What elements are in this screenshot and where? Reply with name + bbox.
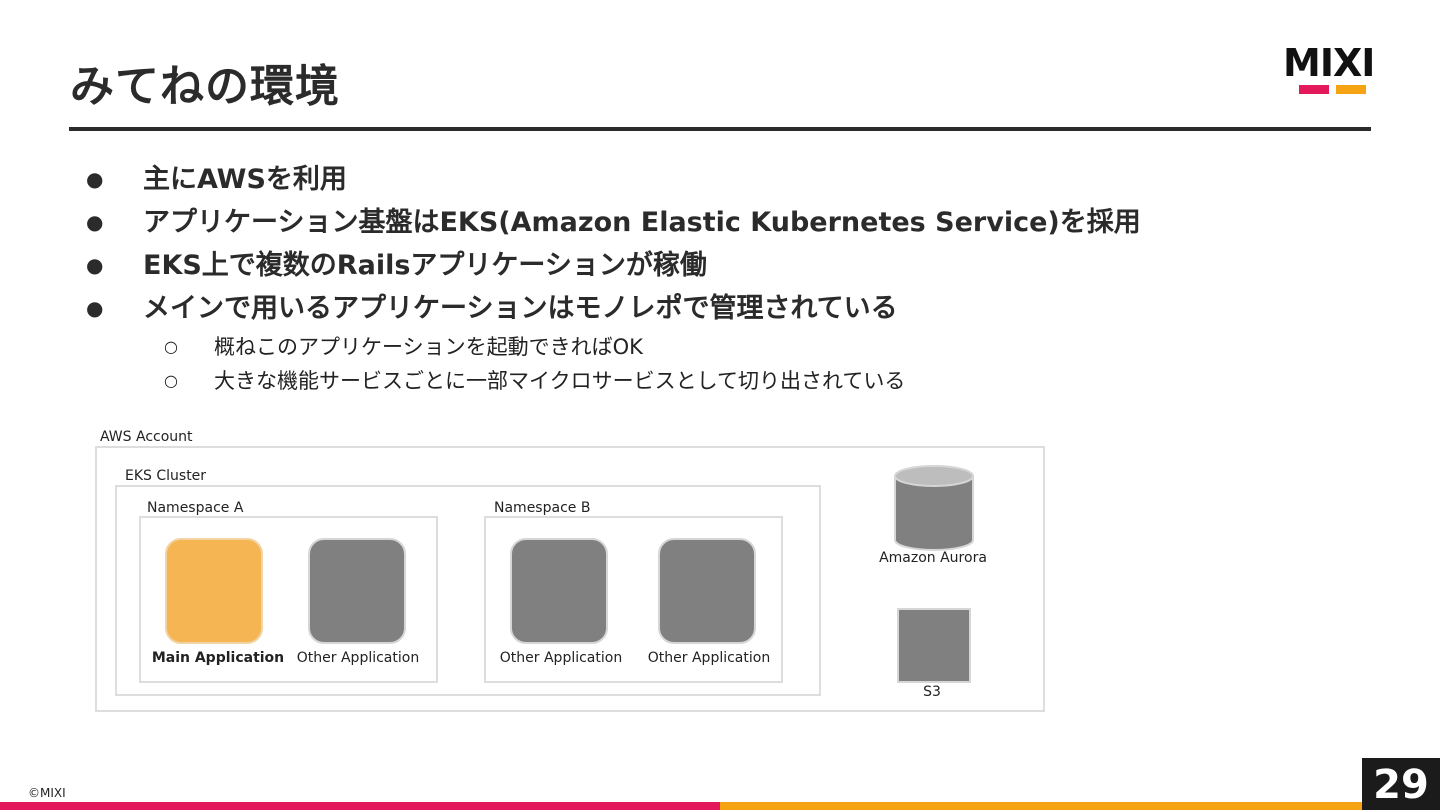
- mixi-logo: MIXI: [1283, 41, 1382, 97]
- namespace-b-box: [484, 516, 783, 683]
- main-application-node: [165, 538, 263, 644]
- bullet-text: 主にAWSを利用: [143, 164, 347, 195]
- bullet-dot: ●: [86, 253, 104, 277]
- database-icon: [894, 465, 974, 551]
- copyright-text: ©MIXI: [28, 786, 66, 800]
- namespace-a-box: [139, 516, 438, 683]
- bullet-item: ● メインで用いるアプリケーションはモノレポで管理されている: [86, 287, 1336, 330]
- namespace-b-label: Namespace B: [494, 500, 591, 516]
- logo-text: MIXI: [1283, 41, 1375, 85]
- other-application-node: [658, 538, 756, 644]
- bullet-text: EKS上で複数のRailsアプリケーションが稼働: [143, 250, 707, 281]
- namespace-a-label: Namespace A: [147, 500, 244, 516]
- bullet-item: ● EKS上で複数のRailsアプリケーションが稼働: [86, 244, 1336, 287]
- sub-bullet-text: 概ねこのアプリケーションを起動できればOK: [214, 335, 643, 359]
- logo-bar-orange: [1336, 85, 1366, 94]
- page-number: 29: [1362, 758, 1440, 810]
- bullet-item: ● アプリケーション基盤はEKS(Amazon Elastic Kubernet…: [86, 201, 1336, 244]
- s3-bucket-icon: [897, 608, 971, 683]
- s3-label: S3: [923, 684, 941, 700]
- slide-title: みてねの環境: [70, 61, 340, 112]
- sub-bullet-ring: ○: [164, 337, 178, 356]
- bullet-item: ● 主にAWSを利用: [86, 158, 1336, 201]
- other-application-node: [308, 538, 406, 644]
- eks-cluster-label: EKS Cluster: [125, 468, 207, 484]
- bullet-text: アプリケーション基盤はEKS(Amazon Elastic Kubernetes…: [143, 207, 1141, 238]
- sub-bullet-ring: ○: [164, 371, 178, 390]
- other-application-label: Other Application: [499, 650, 623, 666]
- aurora-label: Amazon Aurora: [879, 550, 987, 566]
- main-application-label: Main Application: [151, 650, 285, 666]
- other-application-label: Other Application: [296, 650, 420, 666]
- aws-account-box: [95, 446, 1045, 712]
- other-application-label: Other Application: [647, 650, 771, 666]
- bullet-dot: ●: [86, 167, 104, 191]
- footer-bar-orange: [720, 802, 1440, 810]
- footer-bar-red: [0, 802, 720, 810]
- aws-account-label: AWS Account: [100, 429, 193, 445]
- bullet-list: ● 主にAWSを利用 ● アプリケーション基盤はEKS(Amazon Elast…: [86, 158, 1336, 398]
- sub-bullet-item: ○ 概ねこのアプリケーションを起動できればOK: [86, 330, 1336, 364]
- sub-bullet-item: ○ 大きな機能サービスごとに一部マイクロサービスとして切り出されている: [86, 364, 1336, 398]
- eks-cluster-box: [115, 485, 821, 696]
- title-divider: [69, 127, 1371, 131]
- bullet-dot: ●: [86, 210, 104, 234]
- other-application-node: [510, 538, 608, 644]
- bullet-text: メインで用いるアプリケーションはモノレポで管理されている: [143, 293, 898, 324]
- logo-bar-red: [1299, 85, 1329, 94]
- sub-bullet-text: 大きな機能サービスごとに一部マイクロサービスとして切り出されている: [214, 369, 906, 393]
- bullet-dot: ●: [86, 296, 104, 320]
